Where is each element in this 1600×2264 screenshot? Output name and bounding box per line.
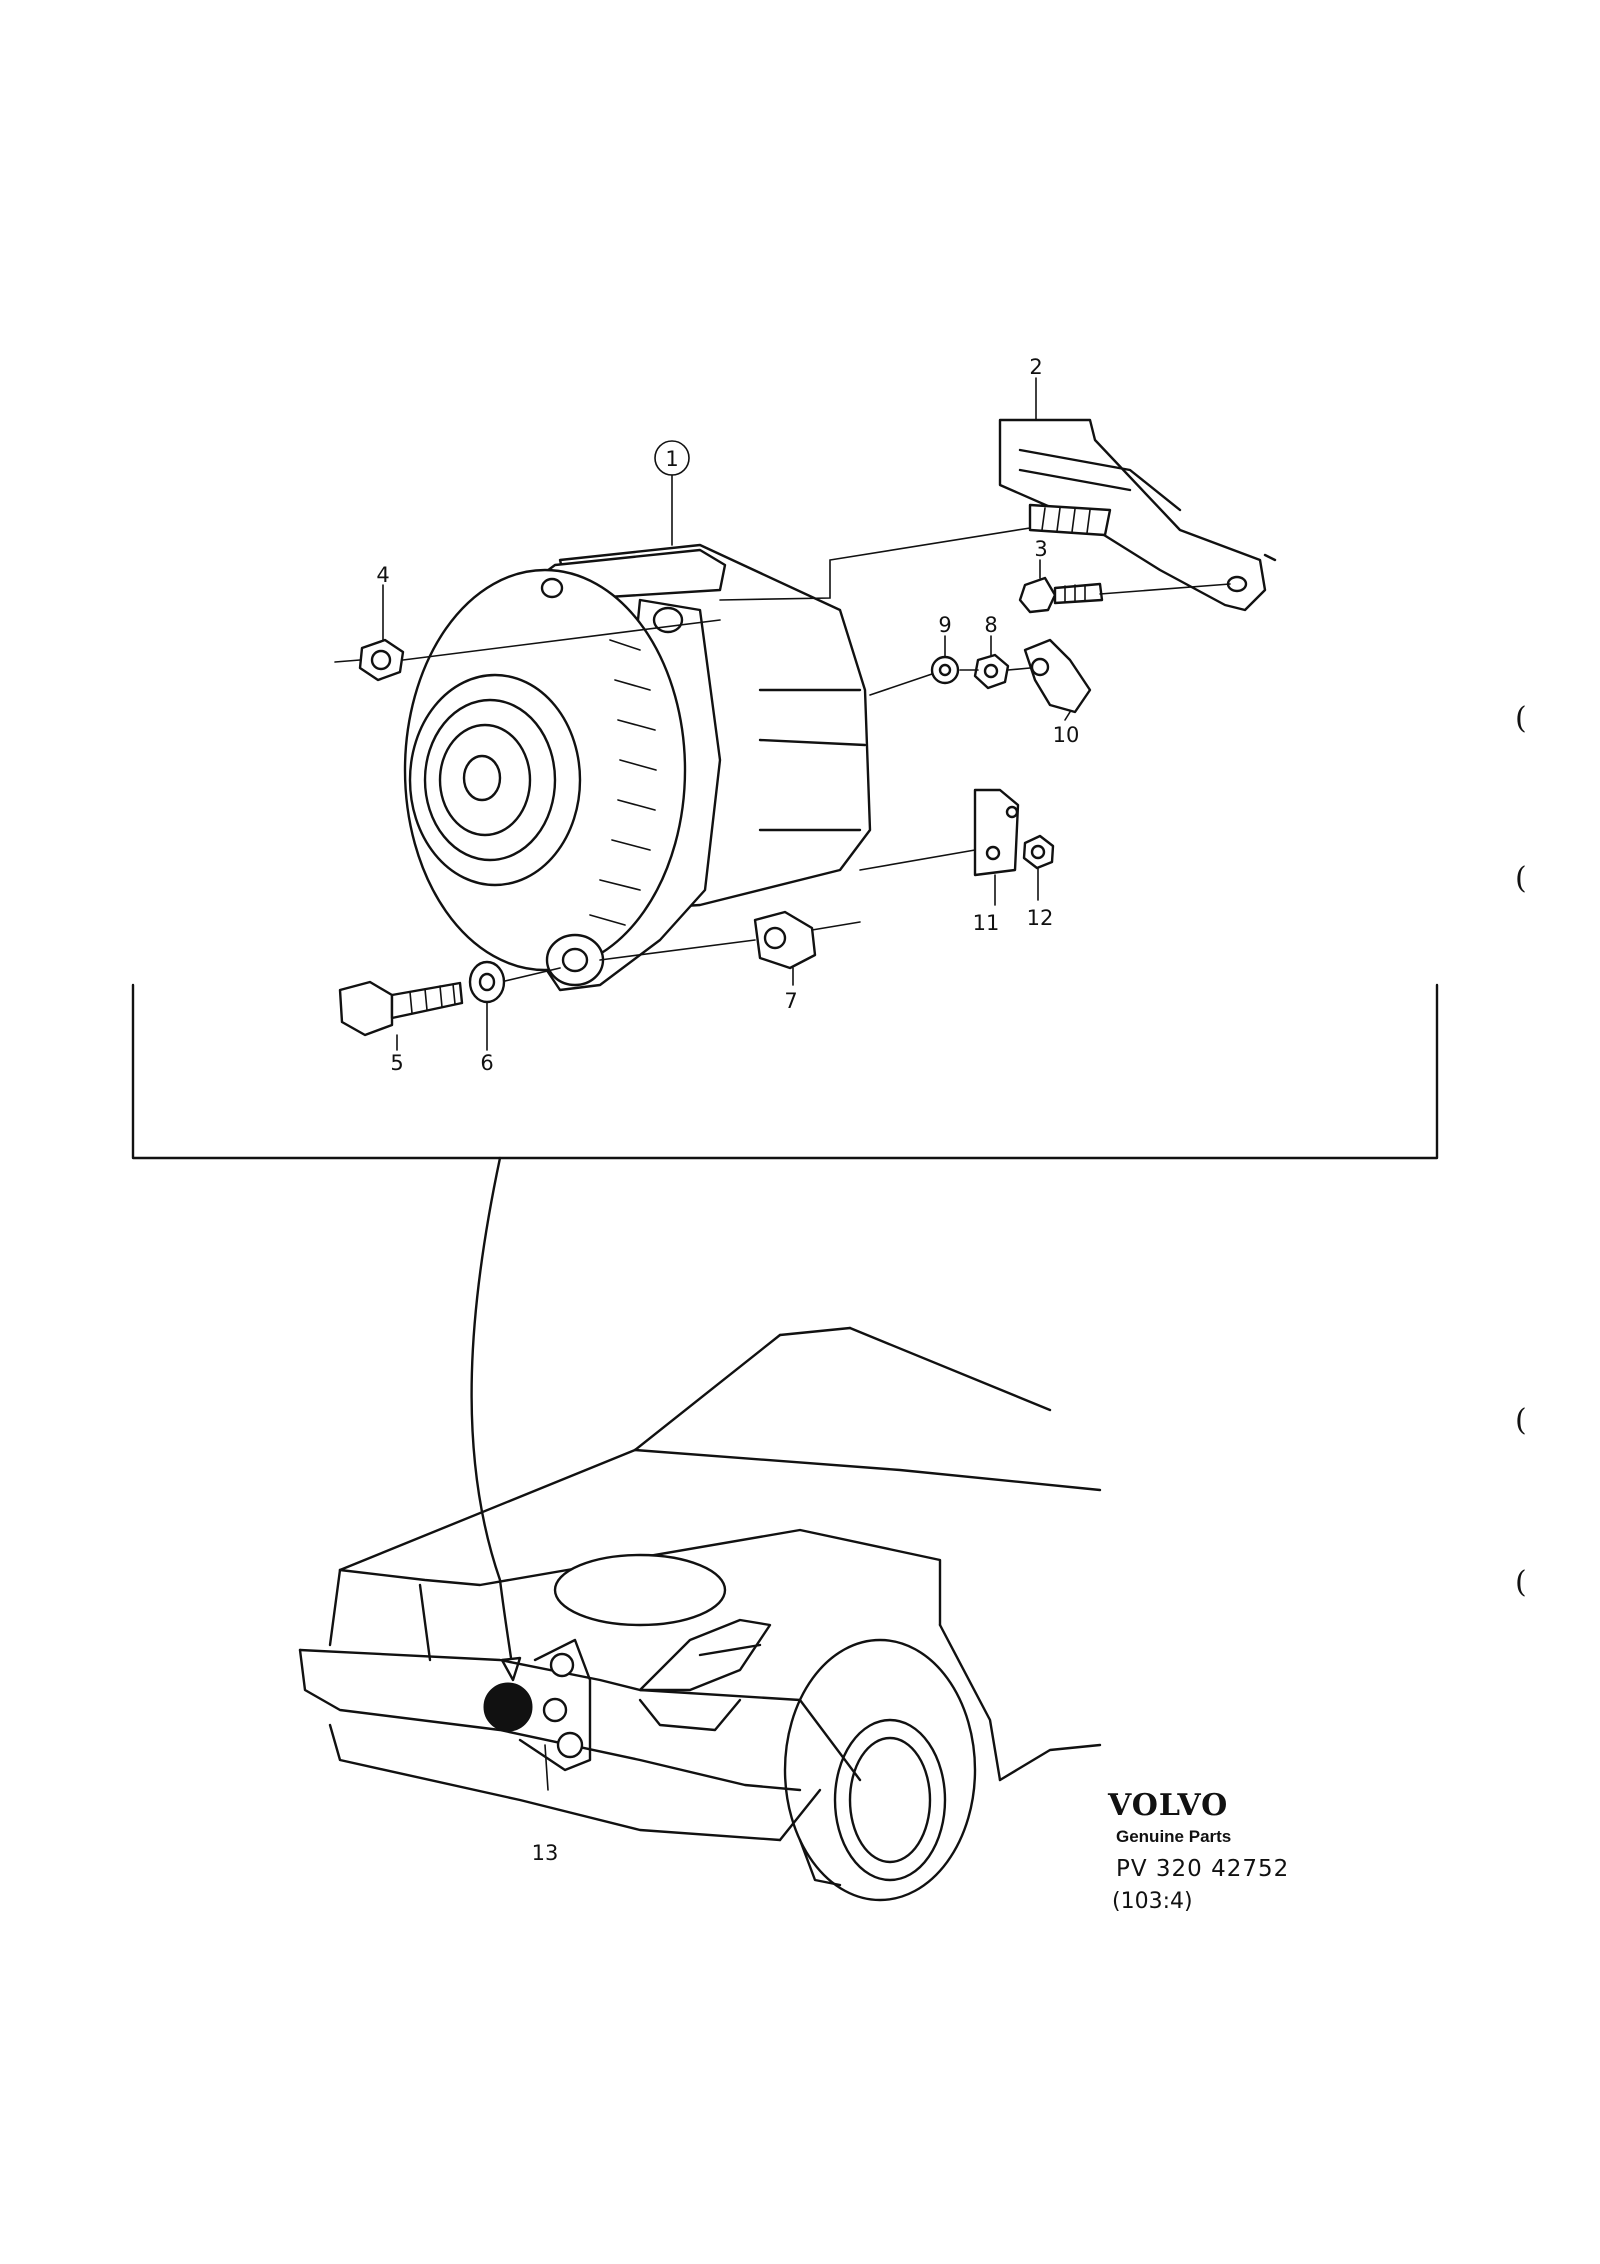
location-arrow [470, 1156, 514, 1667]
clip-10 [1023, 638, 1092, 714]
margin-mark-1: ( [1515, 701, 1527, 736]
bolt-5 [338, 980, 464, 1037]
brand-name: VOLVO [1107, 1788, 1228, 1823]
nut-4 [358, 638, 405, 682]
bracket-11 [973, 788, 1020, 877]
revision: (103:4) [1112, 1889, 1193, 1914]
nut-8 [973, 653, 1010, 690]
callout-10: 10 [1053, 723, 1080, 747]
belt-drive [483, 1638, 592, 1791]
callout-4: 4 [376, 563, 389, 587]
bolt-3 [1018, 576, 1104, 614]
margin-mark-2: ( [1515, 861, 1527, 896]
margin-mark-4: ( [1515, 1565, 1527, 1600]
callout-3: 3 [1034, 537, 1047, 561]
alternator-location-marker [483, 1682, 533, 1732]
washer-9 [930, 655, 960, 685]
callout-7: 7 [784, 989, 797, 1013]
callout-12: 12 [1027, 906, 1054, 930]
callout-8: 8 [984, 613, 997, 637]
callout-11: 11 [973, 911, 1000, 935]
car-outline [298, 1326, 1102, 1902]
washer-6 [468, 960, 506, 1004]
callout-13: 13 [532, 1841, 559, 1865]
nut-12 [1022, 834, 1055, 870]
assembly-lines [334, 377, 1231, 1051]
callout-6: 6 [480, 1051, 493, 1075]
brand-subtitle: Genuine Parts [1116, 1827, 1231, 1846]
callout-1: 1 [665, 447, 678, 471]
nut-7 [753, 910, 817, 970]
margin-mark-3: ( [1515, 1403, 1527, 1438]
callout-5: 5 [390, 1051, 403, 1075]
callout-9: 9 [938, 613, 951, 637]
callout-2: 2 [1029, 355, 1042, 379]
callout-1-circle [654, 440, 690, 476]
alternator [403, 543, 872, 992]
link-bolt [1028, 503, 1112, 537]
part-number: PV 320 42752 [1116, 1856, 1289, 1882]
section-frame [131, 983, 1439, 1160]
